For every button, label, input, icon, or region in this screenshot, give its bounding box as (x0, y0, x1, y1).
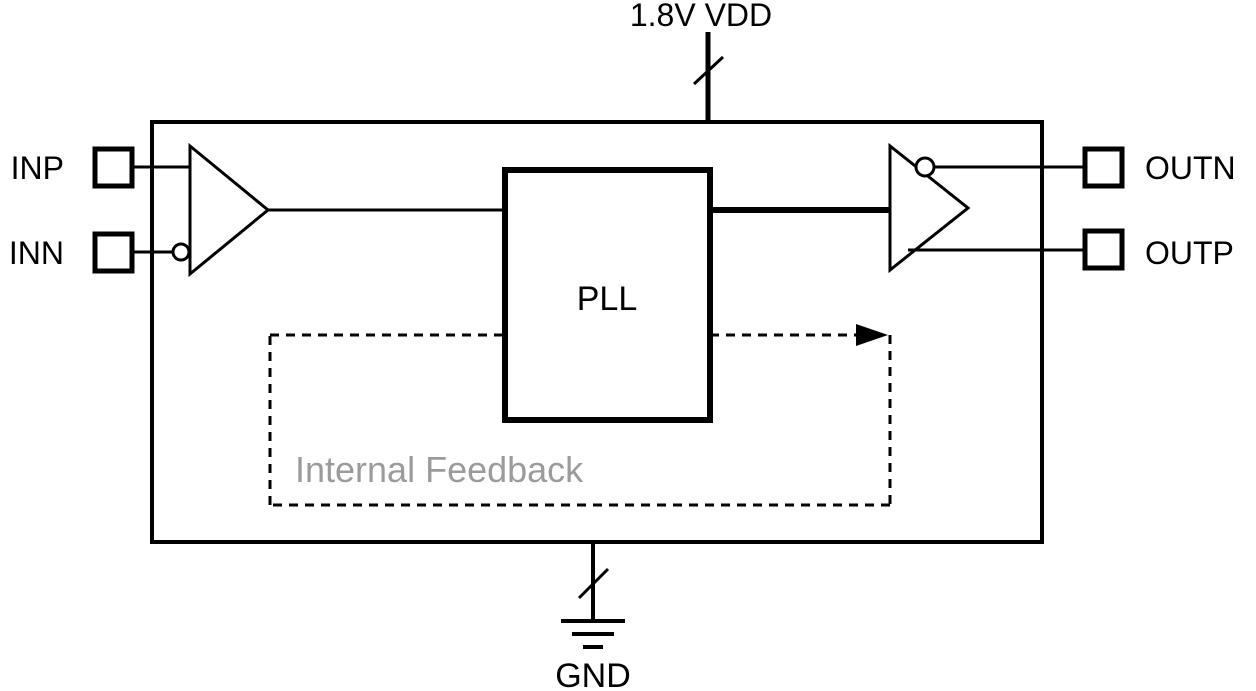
gnd-label: GND (555, 657, 631, 691)
inn-pad (92, 231, 135, 274)
chip-boundary (150, 120, 1044, 544)
ground-symbol-icon (561, 619, 625, 649)
outn-pad (1082, 146, 1125, 189)
inn-inverting-bubble (171, 242, 191, 262)
outn-inverting-bubble (914, 156, 936, 178)
vdd-bus-slash (692, 55, 725, 86)
feedback-loop (268, 324, 892, 507)
vdd-label: 1.8V VDD (630, 0, 772, 33)
feedback-arrowhead-icon (856, 324, 888, 346)
feedback-label: Internal Feedback (295, 449, 584, 490)
pll-block (502, 167, 713, 423)
inn-label: INN (9, 235, 64, 271)
outn-label: OUTN (1145, 150, 1236, 186)
outp-label: OUTP (1145, 235, 1234, 271)
inp-pad (92, 146, 135, 189)
pll-label: PLL (577, 280, 638, 318)
gnd-bus-slash (577, 567, 610, 600)
input-buffer-triangle (188, 142, 271, 278)
output-driver-triangle (888, 142, 971, 274)
inp-label: INP (11, 150, 64, 186)
outp-pad (1082, 228, 1125, 271)
